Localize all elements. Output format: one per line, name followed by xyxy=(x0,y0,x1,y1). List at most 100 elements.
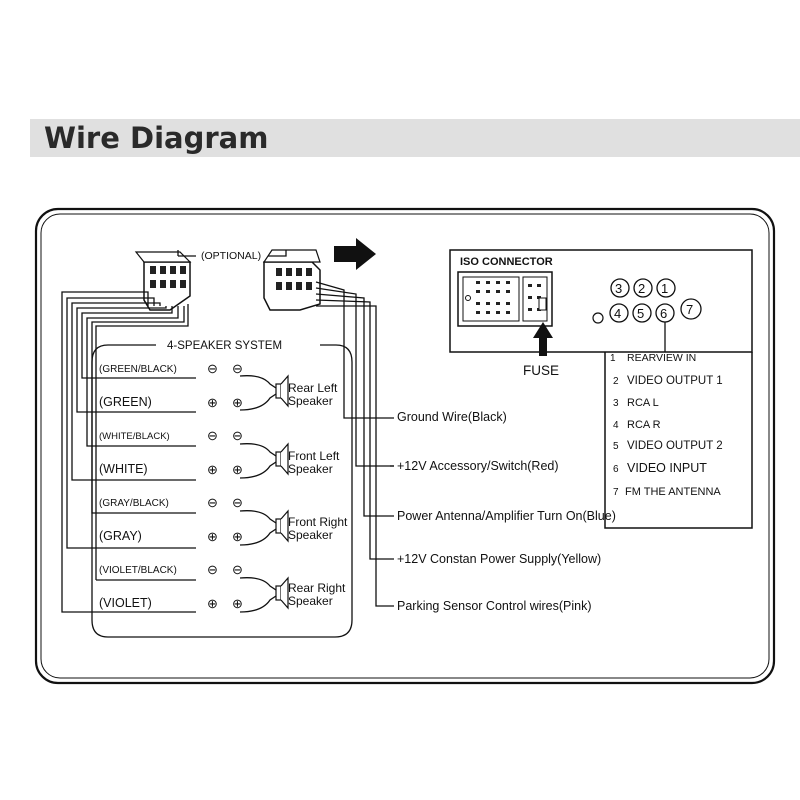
parking-sensor-wire-label: Parking Sensor Control wires(Pink) xyxy=(397,599,592,613)
legend-num: 2 xyxy=(613,376,619,387)
legend-label: RCA R xyxy=(627,419,661,431)
speaker-label: Rear Right xyxy=(288,581,346,595)
legend-num: 5 xyxy=(613,441,619,452)
minus-polarity-icon: ⊖ xyxy=(232,428,243,443)
ground-wire-label: Ground Wire(Black) xyxy=(397,410,507,424)
minus-polarity-icon: ⊖ xyxy=(232,562,243,577)
speaker-system-frame xyxy=(91,344,353,638)
legend-num: 1 xyxy=(610,353,616,364)
legend-label: VIDEO OUTPUT 1 xyxy=(627,375,723,387)
polarity-symbols: ⊖ ⊖ ⊕ ⊕ ⊖ ⊖ ⊕ ⊕ ⊖ ⊖ ⊕ ⊕ ⊖ ⊖ ⊕ ⊕ xyxy=(207,361,243,611)
minus-polarity-icon: ⊖ xyxy=(232,361,243,376)
iso-connector-box xyxy=(449,249,753,353)
speaker-label: Speaker xyxy=(288,528,333,542)
legend-num: 7 xyxy=(613,487,619,498)
speaker-label: Front Right xyxy=(288,515,348,529)
power-wire-bundle xyxy=(315,281,394,607)
outer-frame xyxy=(34,207,776,685)
optional-connector-left xyxy=(134,251,192,311)
jack-1 xyxy=(656,278,676,298)
jack-7 xyxy=(680,298,702,320)
jack-number: 1 xyxy=(661,281,668,296)
legend-num: 6 xyxy=(613,464,619,475)
plus-polarity-icon: ⊕ xyxy=(232,462,243,477)
speaker-icon xyxy=(275,451,282,467)
plus-polarity-icon: ⊕ xyxy=(207,596,218,611)
plus-polarity-icon: ⊕ xyxy=(207,395,218,410)
speaker-label: Rear Left xyxy=(288,381,338,395)
optional-connector-right xyxy=(262,249,321,311)
fuse-arrow-icon xyxy=(533,322,553,356)
jack-legend: 1 REARVIEW IN 2 VIDEO OUTPUT 1 3 RCA L 4… xyxy=(610,352,723,498)
page-title: Wire Diagram xyxy=(44,121,269,155)
speaker-label: Speaker xyxy=(288,462,333,476)
jack-number: 4 xyxy=(614,306,621,321)
speaker-rear-right xyxy=(239,576,289,613)
minus-polarity-icon: ⊖ xyxy=(232,495,243,510)
wire-label-white: (WHITE) xyxy=(99,462,148,476)
legend-num: 4 xyxy=(613,420,619,431)
legend-label: VIDEO OUTPUT 2 xyxy=(627,440,723,452)
constant-power-wire-label: +12V Constan Power Supply(Yellow) xyxy=(397,552,601,566)
iso-connector-plug xyxy=(457,271,553,327)
jack-number: 7 xyxy=(686,302,693,317)
outer-frame-inner xyxy=(40,213,770,679)
speaker-icon xyxy=(275,518,282,534)
speaker-front-right xyxy=(239,509,289,546)
antenna-wire-label: Power Antenna/Amplifier Turn On(Blue) xyxy=(397,509,616,523)
plus-polarity-icon: ⊕ xyxy=(232,529,243,544)
speaker-wire-labels: (GREEN/BLACK) (GREEN) (WHITE/BLACK) (WHI… xyxy=(99,364,177,610)
jack-2 xyxy=(633,278,653,298)
speaker-label: Front Left xyxy=(288,449,340,463)
plus-polarity-icon: ⊕ xyxy=(232,596,243,611)
plus-polarity-icon: ⊕ xyxy=(207,462,218,477)
wire-label-green-black: (GREEN/BLACK) xyxy=(99,364,177,375)
speaker-label: Speaker xyxy=(288,394,333,408)
minus-polarity-icon: ⊖ xyxy=(207,428,218,443)
jack-number: 6 xyxy=(660,306,667,321)
left-wire-bundle xyxy=(61,291,189,613)
right-arrow-icon xyxy=(334,238,376,270)
minus-polarity-icon: ⊖ xyxy=(207,562,218,577)
wire-label-white-black: (WHITE/BLACK) xyxy=(99,431,170,442)
plus-polarity-icon: ⊕ xyxy=(232,395,243,410)
mic-jack xyxy=(592,312,604,324)
legend-label: FM THE ANTENNA xyxy=(625,486,721,498)
rca-jacks: 3 2 1 4 5 6 7 xyxy=(592,278,702,324)
jack-3 xyxy=(610,278,630,298)
speaker-front-left xyxy=(239,442,289,479)
plus-polarity-icon: ⊕ xyxy=(207,529,218,544)
wire-label-underlines xyxy=(96,377,196,613)
speaker-system-title: 4-SPEAKER SYSTEM xyxy=(167,340,282,352)
power-wire-labels: Ground Wire(Black) +12V Accessory/Switch… xyxy=(397,410,616,613)
wire-label-violet: (VIOLET) xyxy=(99,596,152,610)
legend-label: VIDEO INPUT xyxy=(627,461,707,475)
speaker-label: Speaker xyxy=(288,594,333,608)
jack-number: 2 xyxy=(638,281,645,296)
wire-label-violet-black: (VIOLET/BLACK) xyxy=(99,565,177,576)
jack-4 xyxy=(609,303,629,323)
wire-label-gray: (GRAY) xyxy=(99,529,142,543)
jack-legend-box xyxy=(604,352,753,529)
minus-polarity-icon: ⊖ xyxy=(207,361,218,376)
title-bar: Wire Diagram xyxy=(30,119,800,157)
jack-number: 5 xyxy=(637,306,644,321)
fuse-icon xyxy=(538,297,547,311)
fuse-label: FUSE xyxy=(523,363,559,378)
legend-num: 3 xyxy=(613,398,619,409)
optional-bracket xyxy=(177,250,287,257)
minus-polarity-icon: ⊖ xyxy=(207,495,218,510)
jack-number: 3 xyxy=(615,281,622,296)
speaker-icon xyxy=(275,585,282,601)
speaker-rear-left xyxy=(239,374,289,411)
legend-label: REARVIEW IN xyxy=(627,352,696,364)
iso-connector-title: ISO CONNECTOR xyxy=(460,256,553,268)
optional-label: (OPTIONAL) xyxy=(201,250,261,262)
accessory-wire-label: +12V Accessory/Switch(Red) xyxy=(397,459,559,473)
wire-label-green: (GREEN) xyxy=(99,395,152,409)
speaker-icon xyxy=(275,383,282,399)
legend-label: RCA L xyxy=(627,397,659,409)
wire-label-gray-black: (GRAY/BLACK) xyxy=(99,498,169,509)
jack-5 xyxy=(632,303,652,323)
